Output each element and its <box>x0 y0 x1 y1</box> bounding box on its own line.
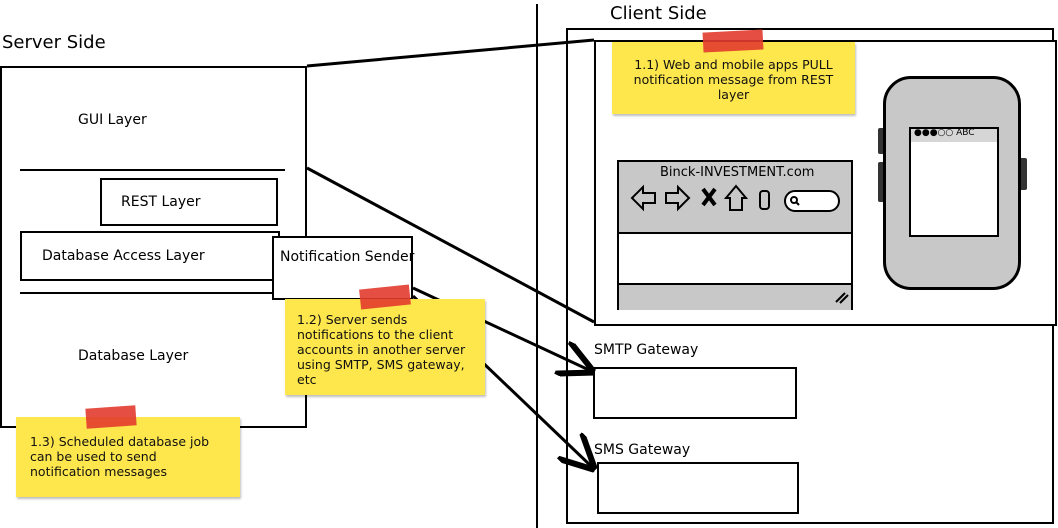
server-side-title: Server Side <box>2 32 106 53</box>
side-divider <box>536 4 538 528</box>
database-access-layer-label: Database Access Layer <box>42 248 205 264</box>
stop-icon[interactable] <box>701 187 717 207</box>
push-note-text: 1.2) Server sends notifications to the c… <box>297 312 466 387</box>
zoom-line-top <box>306 38 595 68</box>
notification-sender-label: Notification Sender <box>280 249 415 265</box>
back-icon[interactable] <box>630 184 656 212</box>
gui-layer-divider <box>20 169 285 171</box>
pull-note-text: 1.1) Web and mobile apps PULL notificati… <box>633 57 834 102</box>
pull-note: 1.1) Web and mobile apps PULL notificati… <box>612 42 855 114</box>
job-note-tape <box>85 405 137 429</box>
phone-side-button-right[interactable] <box>1019 158 1027 190</box>
database-layer-divider <box>20 292 272 294</box>
sms-gateway-box <box>597 462 799 514</box>
smtp-gateway-box <box>593 367 797 419</box>
home-icon[interactable] <box>723 184 749 211</box>
gui-layer-label: GUI Layer <box>78 112 147 128</box>
phone-side-button-left-2[interactable] <box>878 162 886 202</box>
phone-side-button-left[interactable] <box>878 128 886 154</box>
pull-note-tape <box>702 29 764 53</box>
smtp-gateway-label: SMTP Gateway <box>594 342 699 358</box>
rest-layer-label: REST Layer <box>121 194 201 210</box>
client-side-title: Client Side <box>610 3 707 24</box>
phone-status-text: ●●●○○ ABC <box>914 128 975 138</box>
resize-grip-icon[interactable] <box>835 292 849 304</box>
database-layer-label: Database Layer <box>78 348 189 364</box>
database-access-layer-box <box>20 231 280 281</box>
search-field-icon[interactable] <box>784 190 840 212</box>
phone-status-bar <box>911 129 997 142</box>
bookmark-icon[interactable] <box>759 190 770 210</box>
forward-icon[interactable] <box>665 184 691 212</box>
phone-screen <box>909 127 999 237</box>
zoom-line-bottom <box>306 166 595 324</box>
sms-gateway-label: SMS Gateway <box>594 442 691 458</box>
rest-layer-box <box>100 178 278 226</box>
browser-statusbar <box>619 283 851 310</box>
push-note: 1.2) Server sends notifications to the c… <box>285 299 485 395</box>
job-note: 1.3) Scheduled database job can be used … <box>16 417 240 497</box>
job-note-text: 1.3) Scheduled database job can be used … <box>30 434 210 479</box>
browser-title: Binck-INVESTMENT.com <box>660 165 815 180</box>
